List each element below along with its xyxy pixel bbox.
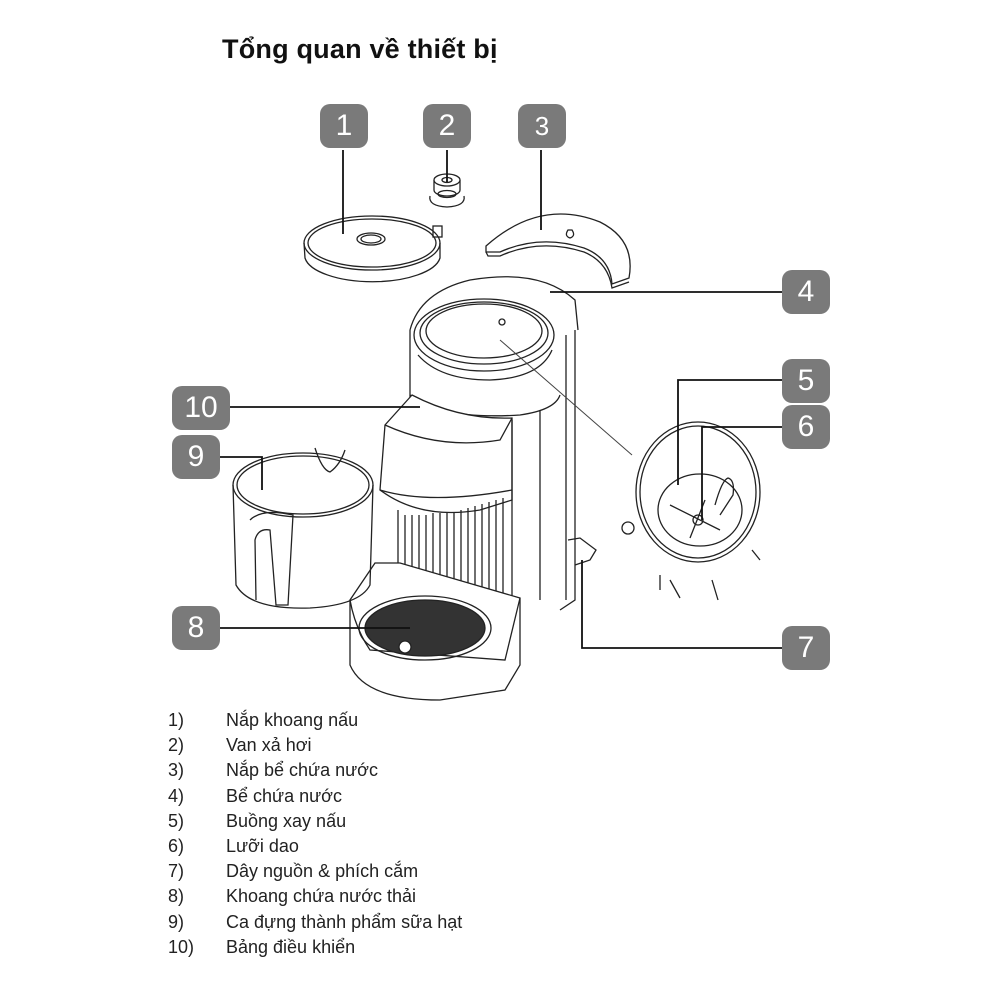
callout-badge-2: 2 — [423, 104, 471, 148]
callout-badge-3: 3 — [518, 104, 566, 148]
legend-item: 1)Nắp khoang nấu — [168, 710, 359, 731]
callout-badge-5: 5 — [782, 359, 830, 403]
parts-legend: 1)Nắp khoang nấu 2)Van xả hơi 3)Nắp bể c… — [168, 708, 462, 960]
callout-badge-7: 7 — [782, 626, 830, 670]
legend-item: 6)Lưỡi dao — [168, 836, 299, 857]
callout-badge-4: 4 — [782, 270, 830, 314]
water-tank-lid-drawing — [485, 213, 631, 289]
lid-cooking-chamber-drawing — [303, 215, 443, 283]
legend-item: 10)Bảng điều khiển — [168, 936, 356, 957]
legend-item: 7)Dây nguồn & phích cắm — [168, 861, 419, 882]
callout-badge-9: 9 — [172, 435, 220, 479]
legend-item: 9)Ca đựng thành phẩm sữa hạt — [168, 911, 463, 932]
legend-item: 3)Nắp bể chứa nước — [168, 760, 378, 781]
callout-badge-6: 6 — [782, 405, 830, 449]
machine-body-drawing — [349, 276, 597, 701]
callout-badge-1: 1 — [320, 104, 368, 148]
legend-item: 5)Buồng xay nấu — [168, 810, 347, 831]
legend-item: 2)Van xả hơi — [168, 735, 312, 756]
leader-lines — [218, 150, 782, 649]
legend-item: 8)Khoang chứa nước thải — [168, 886, 417, 907]
page-title: Tổng quan về thiết bị — [222, 34, 498, 64]
cooking-chamber-drawing — [621, 421, 761, 601]
callout-badge-8: 8 — [172, 606, 220, 650]
legend-item: 4)Bể chứa nước — [168, 785, 342, 806]
callout-badge-10: 10 — [172, 386, 230, 430]
milk-jug-drawing — [232, 447, 374, 609]
